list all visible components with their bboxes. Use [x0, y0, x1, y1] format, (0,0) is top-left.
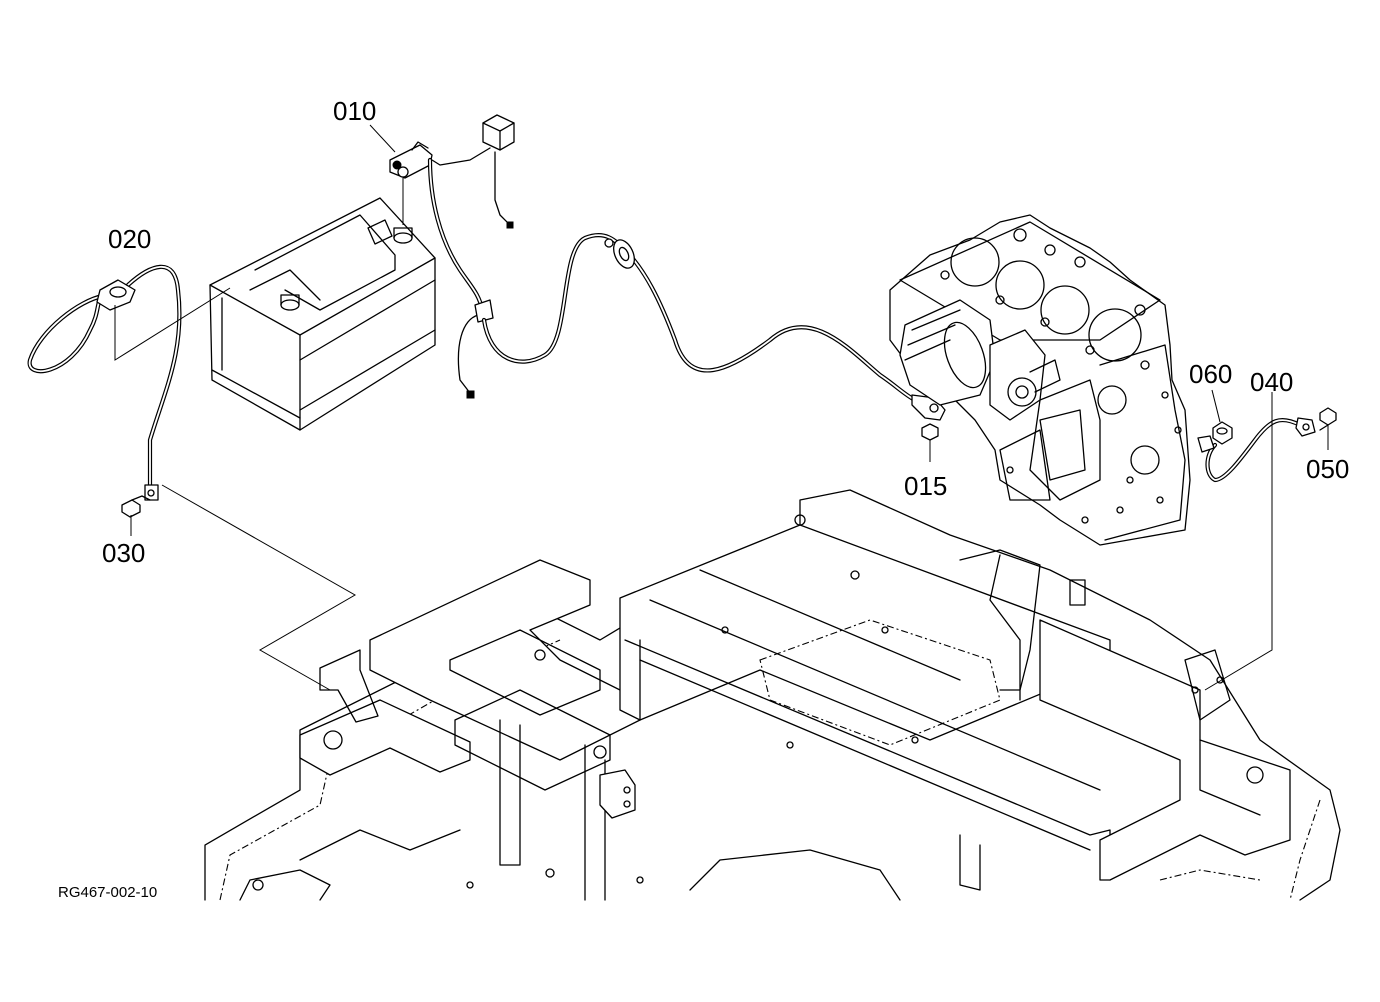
callout-labels: 010 015 020 030 040 050 060 RG467-002-10 — [58, 96, 1349, 901]
leader-lines — [161, 484, 357, 691]
callout-015: 015 — [904, 471, 947, 501]
bolt-030 — [121, 495, 151, 536]
chassis-frame — [204, 489, 1341, 901]
bolt-050 — [1319, 407, 1337, 450]
wiring-harness — [427, 114, 946, 421]
callout-050: 050 — [1306, 454, 1349, 484]
reference-code: RG467-002-10 — [58, 884, 157, 901]
nut-060 — [1211, 389, 1233, 445]
callout-040: 040 — [1250, 367, 1293, 397]
battery — [209, 197, 436, 431]
callout-060: 060 — [1189, 359, 1232, 389]
ground-cable-040 — [1197, 392, 1316, 691]
nut-015 — [921, 423, 939, 462]
callout-010: 010 — [333, 96, 376, 126]
callout-030: 030 — [102, 538, 145, 568]
callout-020: 020 — [108, 224, 151, 254]
engine-block — [889, 214, 1191, 546]
negative-cable-020 — [27, 264, 231, 501]
